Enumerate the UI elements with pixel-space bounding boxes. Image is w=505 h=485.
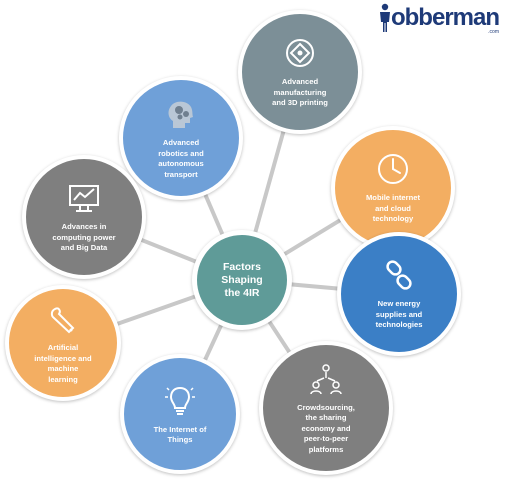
lightbulb-icon [162,383,198,419]
person-icon [380,3,390,32]
chain-link-icon [381,257,417,293]
jobberman-logo: obberman .com [369,2,500,36]
clock-icon [375,151,411,187]
wrench-icon [45,301,81,337]
brand-domain: .com [488,29,499,35]
people-network-icon [308,361,344,397]
monitor-chart-icon [66,180,102,216]
target-icon [282,35,318,71]
head-gears-icon [163,96,199,132]
brand-name: obberman [390,4,500,31]
